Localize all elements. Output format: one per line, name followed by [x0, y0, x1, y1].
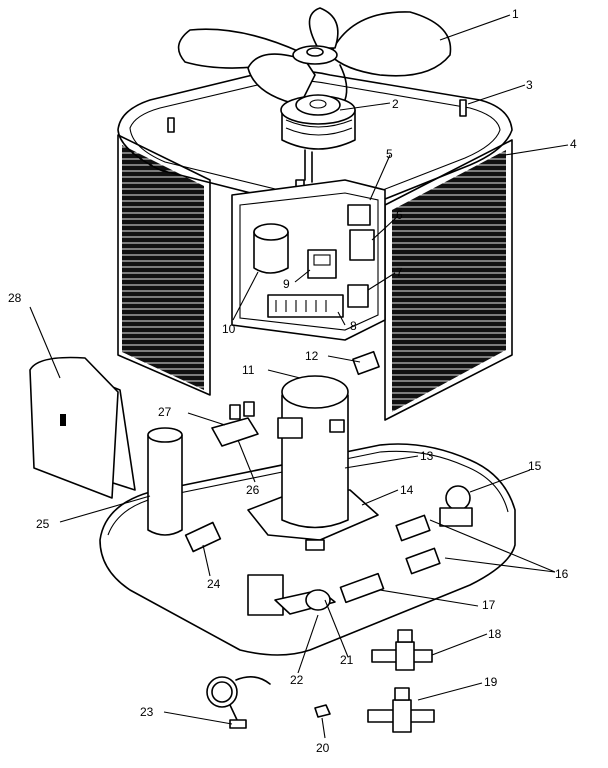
capacitor — [253, 223, 289, 274]
callout-19: 19 — [484, 675, 498, 689]
callout-6: 6 — [396, 208, 403, 222]
callout-16: 16 — [555, 567, 569, 581]
callout-8: 8 — [350, 319, 357, 333]
left-condenser-coil — [117, 134, 211, 396]
callout-labels: 1 2 3 4 5 6 7 8 9 10 11 12 13 14 15 16 1… — [8, 7, 577, 755]
tubing — [339, 572, 385, 604]
service-valve — [352, 350, 380, 376]
callout-21: 21 — [340, 653, 354, 667]
thermostat — [206, 676, 271, 729]
callout-14: 14 — [400, 483, 414, 497]
pressure-switch — [211, 417, 259, 447]
callout-10: 10 — [222, 322, 236, 336]
muffler — [247, 574, 336, 616]
defrost-sensor — [314, 704, 331, 718]
callout-25: 25 — [36, 517, 50, 531]
callout-1: 1 — [512, 7, 519, 21]
service-valve — [367, 687, 435, 733]
callout-4: 4 — [570, 137, 577, 151]
callout-11: 11 — [242, 363, 255, 377]
callout-28: 28 — [8, 291, 22, 305]
terminal-block — [267, 294, 344, 318]
callout-26: 26 — [246, 483, 260, 497]
service-panel — [29, 356, 136, 499]
service-valve — [371, 629, 433, 671]
filter-drier — [395, 514, 441, 575]
callout-5: 5 — [386, 147, 393, 161]
callout-2: 2 — [392, 97, 399, 111]
callout-13: 13 — [420, 449, 434, 463]
callout-27: 27 — [158, 405, 172, 419]
base-pan — [99, 443, 516, 656]
service-valve — [229, 401, 255, 420]
accumulator — [147, 427, 183, 536]
relay-board — [347, 204, 375, 308]
callout-20: 20 — [316, 741, 330, 755]
right-condenser-coil — [384, 139, 513, 421]
callout-7: 7 — [396, 265, 403, 279]
callout-22: 22 — [290, 673, 304, 687]
filter-drier — [184, 521, 222, 553]
contactor — [307, 249, 337, 279]
callout-17: 17 — [482, 598, 496, 612]
callout-23: 23 — [140, 705, 154, 719]
callout-24: 24 — [207, 577, 221, 591]
fan-blade — [177, 7, 452, 106]
callout-15: 15 — [528, 459, 542, 473]
leader-lines — [29, 14, 569, 739]
callout-12: 12 — [305, 349, 319, 363]
callout-3: 3 — [526, 78, 533, 92]
callout-18: 18 — [488, 627, 502, 641]
fan-motor — [280, 94, 356, 183]
reversing-valve — [439, 485, 473, 527]
callout-9: 9 — [283, 277, 290, 291]
compressor — [247, 375, 379, 551]
